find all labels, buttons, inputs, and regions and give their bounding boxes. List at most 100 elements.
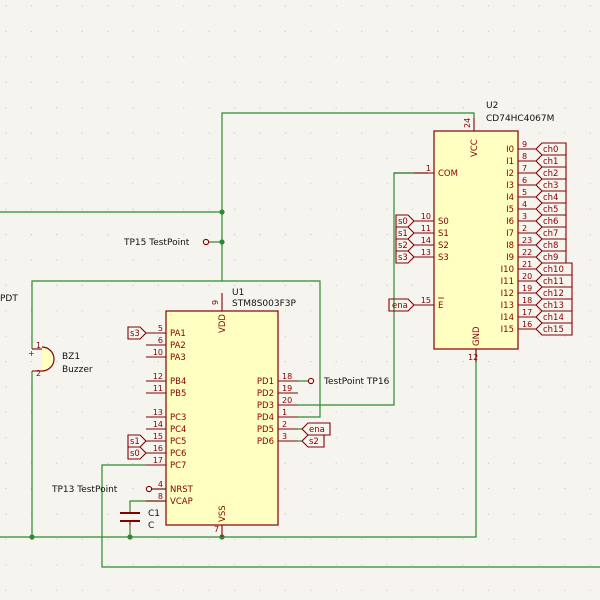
bz1-buzzer[interactable]: 1 2 + BZ1 Buzzer (28, 341, 93, 378)
net-label-text: ch1 (543, 157, 558, 167)
grid-dot (513, 589, 515, 591)
grid-dot (310, 5, 312, 7)
grid-dot (107, 310, 109, 312)
grid-dot (157, 81, 159, 83)
grid-dot (335, 107, 337, 109)
grid-dot (107, 157, 109, 159)
grid-dot (107, 411, 109, 413)
u1-pin-name: PC7 (170, 461, 186, 471)
grid-dot (132, 564, 134, 566)
grid-dot (488, 462, 490, 464)
grid-dot (589, 30, 591, 32)
grid-dot (259, 157, 261, 159)
net-label-s1 (127, 434, 147, 448)
net-label-text: s3 (130, 329, 140, 339)
grid-dot (208, 208, 210, 210)
grid-dot (386, 81, 388, 83)
grid-dot (488, 361, 490, 363)
grid-dot (81, 538, 83, 541)
grid-dot (157, 259, 159, 261)
grid-dot (386, 56, 388, 58)
grid-dot (310, 107, 312, 109)
grid-dot (284, 30, 286, 32)
u2-pin-number: 15 (421, 296, 431, 305)
u2-vcc-num: 24 (463, 118, 472, 128)
u2-pin-number: 14 (421, 236, 431, 245)
grid-dot (234, 208, 236, 210)
u1-pin-number: 15 (153, 432, 163, 441)
grid-dot (30, 183, 32, 185)
u2-pin-name: S0 (438, 217, 449, 227)
grid-dot (284, 437, 286, 439)
grid-dot (538, 589, 541, 591)
grid-dot (564, 81, 566, 83)
grid-dot (81, 30, 83, 32)
u1-pin-name: PA1 (170, 329, 186, 339)
grid-dot (81, 284, 83, 286)
grid-dot (361, 411, 363, 413)
u2-pin-number: 13 (421, 248, 431, 257)
grid-dot (589, 259, 591, 261)
grid-dot (564, 259, 566, 261)
grid-dot (107, 335, 109, 337)
grid-dot (157, 462, 159, 464)
net-label-text: s1 (130, 437, 140, 447)
grid-dot (589, 56, 591, 58)
grid-dot (259, 564, 261, 566)
grid-dot (310, 513, 312, 515)
net-label-ch5 (535, 202, 567, 216)
grid-dot (157, 234, 159, 236)
grid-dot (56, 234, 58, 236)
grid-dot (157, 564, 159, 566)
grid-dot (589, 81, 591, 83)
grid-dot (310, 310, 312, 312)
grid-dot (234, 259, 236, 261)
net-label-text: s3 (398, 253, 408, 263)
grid-dot (284, 361, 286, 363)
net-label-s3 (395, 250, 415, 264)
grid-dot (157, 335, 159, 337)
u1-value: STM8S003F3P (232, 299, 296, 309)
wire-pc7 (101, 464, 600, 568)
grid-dot (5, 132, 7, 134)
grid-dot (589, 107, 591, 109)
u2-pin-number: 17 (522, 308, 532, 317)
grid-dot (488, 437, 490, 439)
u1-pin-name: PD1 (257, 377, 274, 387)
grid-dot (411, 538, 413, 541)
grid-dot (361, 589, 363, 591)
grid-dot (132, 81, 134, 83)
grid-dot (361, 183, 363, 185)
u1-pin-name: PC6 (170, 449, 186, 459)
net-label-ch7 (535, 226, 567, 240)
net-label-text: s1 (398, 229, 408, 239)
u1-microcontroller[interactable]: U1 STM8S003F3P 5PA16PA210PA312PB411PB513… (146, 288, 298, 537)
c1-capacitor[interactable]: C1 C (120, 509, 160, 531)
grid-dot (437, 538, 439, 541)
u2-pin-name: I14 (501, 313, 514, 323)
u2-pin-name: S3 (438, 253, 449, 263)
u2-pin-number: 20 (522, 272, 532, 281)
grid-dot (538, 107, 541, 109)
grid-dot (589, 208, 591, 210)
net-label-ch13 (535, 298, 573, 312)
grid-dot (234, 30, 236, 32)
grid-dot (107, 56, 109, 58)
grid-dot (310, 234, 312, 236)
grid-dot (107, 81, 109, 83)
u2-pin-name: I10 (501, 265, 514, 275)
grid-dot (589, 183, 591, 185)
junction-dot (219, 239, 225, 245)
tp16-testpoint[interactable]: TestPoint TP16 (307, 377, 390, 387)
tp15-testpoint[interactable]: TP15 TestPoint (123, 238, 210, 248)
tp13-testpoint[interactable]: TP13 TestPoint (51, 485, 153, 495)
grid-dot (259, 107, 261, 109)
grid-dot (310, 386, 312, 388)
u1-pin-number: 4 (158, 480, 163, 489)
u1-pin-number: 3 (282, 432, 287, 441)
grid-dot (132, 437, 134, 439)
grid-dot (183, 183, 185, 185)
u1-ref: U1 (232, 288, 244, 298)
